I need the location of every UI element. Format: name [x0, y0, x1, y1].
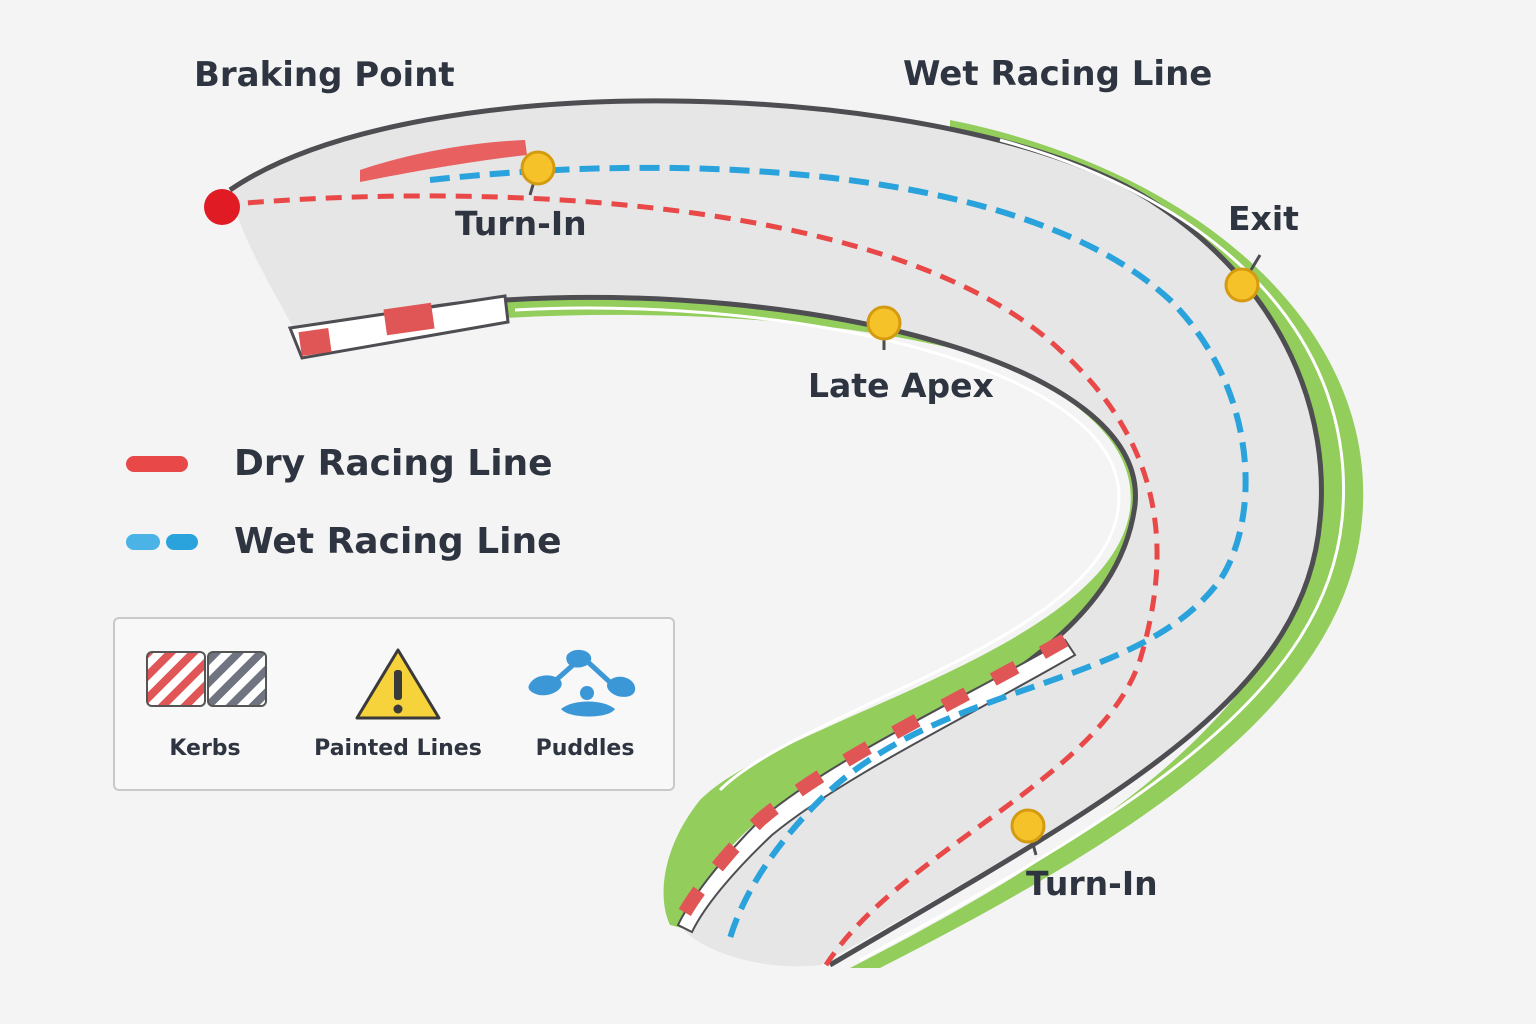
braking-point-title: Braking Point — [194, 55, 455, 95]
kerbs-label: Kerbs — [169, 736, 241, 761]
hazard-legend-box: Kerbs Painted Lines Puddles — [113, 617, 675, 791]
turn-in-top-label: Turn-In — [455, 204, 587, 243]
kerb-exit-inner — [676, 638, 1077, 934]
puddles-label: Puddles — [535, 736, 635, 761]
late-apex-marker — [866, 305, 902, 350]
turn-in-bottom-marker — [1010, 808, 1046, 856]
legend-wet-label: Wet Racing Line — [234, 521, 562, 562]
painted-lines-label: Painted Lines — [314, 736, 482, 761]
dry-racing-line — [221, 193, 1160, 967]
wet-racing-line — [429, 164, 1249, 946]
turn-in-bottom-label: Turn-In — [1026, 864, 1158, 903]
outer-painted-line — [859, 138, 1345, 962]
outer-track-edge — [228, 98, 1324, 968]
wet-racing-line-title: Wet Racing Line — [903, 54, 1213, 94]
late-apex-label: Late Apex — [808, 366, 994, 405]
kerb-entry-block-2 — [298, 328, 332, 356]
turn-in-top-marker — [520, 150, 556, 196]
kerb-entry-outer — [360, 140, 527, 182]
exit-label: Exit — [1228, 199, 1299, 238]
kerbs-icon — [146, 651, 267, 707]
dry-line-swatch — [126, 455, 200, 472]
braking-point-marker — [204, 189, 240, 225]
exit-marker — [1224, 254, 1262, 303]
inner-painted-line — [514, 306, 1121, 792]
legend-dry: Dry Racing Line — [126, 443, 553, 484]
legend-wet: Wet Racing Line — [126, 521, 562, 562]
puddle-icon — [528, 649, 636, 717]
warning-icon — [355, 648, 441, 720]
wet-line-swatch — [126, 533, 200, 550]
kerb-entry-block-1 — [383, 302, 435, 336]
legend-dry-label: Dry Racing Line — [234, 443, 553, 484]
track-surface — [230, 100, 1322, 967]
